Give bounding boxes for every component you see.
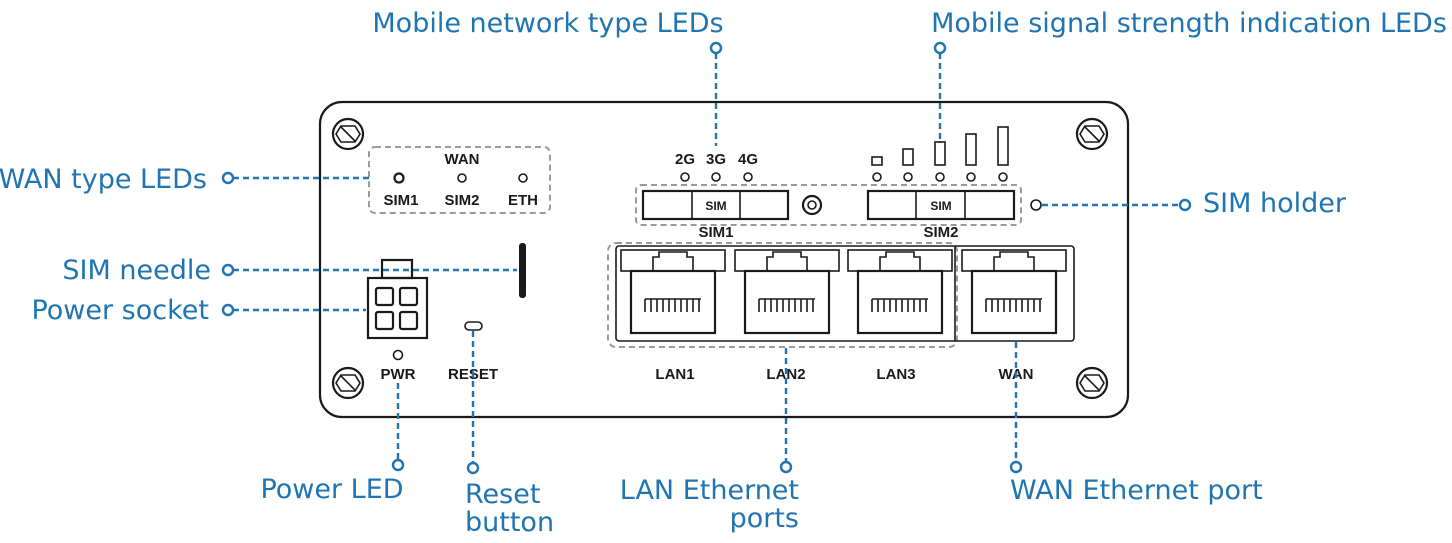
sim1-led-label: SIM1 [383,192,418,209]
callout-wan-type-leds: WAN type LEDs [0,164,207,195]
pwr-label: PWR [381,366,416,383]
callout-power-led: Power LED [260,474,403,505]
sim2-slot-label: SIM2 [923,224,958,241]
callout-mobile-network-type-leds: Mobile network type LEDs [372,8,723,39]
sim1-slot-text: SIM [705,199,726,213]
eth-led-label: ETH [508,192,538,209]
wan-led-group-label: WAN [445,151,480,168]
leader-lan-ports [779,348,793,474]
led-4g [743,172,753,182]
leader-sim-holder [1030,198,1192,212]
lan2-label: LAN2 [766,366,805,383]
callout-reset-button-line1: Reset [465,479,540,510]
screw-bottom-left-icon [331,366,365,400]
signal-bar-4-icon [965,133,977,166]
led-2g [680,172,690,182]
sim2-slot-text: SIM [930,199,951,213]
callout-sim-holder: SIM holder [1203,188,1347,219]
signal-led-3 [935,172,945,182]
sim2-led-label: SIM2 [444,192,479,209]
signal-bar-2-icon [902,148,914,166]
led-3g-label: 3G [706,151,726,168]
ethernet-ports-housing [615,245,1075,342]
lan2-port[interactable] [734,249,840,335]
power-socket-icon[interactable] [366,258,429,340]
led-4g-label: 4G [738,151,758,168]
lan3-label: LAN3 [876,366,915,383]
leader-signal-strength [933,41,947,140]
callout-lan-ethernet-ports-line2: ports [730,503,799,534]
callout-power-socket: Power socket [31,295,209,326]
lan1-port[interactable] [620,249,726,335]
signal-led-2 [903,172,913,182]
device-body [318,100,1130,419]
signal-bar-5-icon [997,126,1009,166]
wan-port[interactable] [961,249,1067,335]
leader-mobile-network-type [709,41,723,146]
screw-top-left-icon [331,117,365,151]
signal-bar-1-icon [871,156,883,166]
sim-needle-slot[interactable] [519,243,526,298]
leader-reset-button [466,331,480,475]
leader-wan-port [1009,342,1023,474]
callout-reset-button-line2: button [465,507,554,538]
sim1-wan-led [393,172,405,184]
leader-wan-type-leds [221,171,369,185]
sim1-slot-label: SIM1 [698,224,733,241]
screw-top-right-icon [1075,117,1109,151]
leader-sim-needle [221,263,517,277]
sim1-slot[interactable] [641,189,790,221]
reset-button[interactable] [464,321,483,331]
lan3-port[interactable] [847,249,953,335]
callout-lan-ethernet-ports-line1: LAN Ethernet [620,475,799,506]
screw-bottom-right-icon [1075,366,1109,400]
callout-sim-needle: SIM needle [62,255,211,286]
sim2-slot[interactable] [866,189,1016,221]
sim2-wan-led [457,173,467,183]
eth-wan-led [518,173,528,183]
signal-led-1 [872,172,882,182]
leader-power-socket [221,303,366,317]
sim-eject-hole-icon[interactable] [801,194,823,216]
signal-bar-3-icon [934,141,946,166]
signal-led-5 [998,172,1008,182]
signal-led-4 [966,172,976,182]
lan1-label: LAN1 [655,366,694,383]
lan-ports-group-box [607,242,958,348]
leader-power-led [391,383,405,472]
power-led [392,349,404,361]
callout-mobile-signal-strength-leds: Mobile signal strength indication LEDs [931,8,1447,39]
led-2g-label: 2G [675,151,695,168]
callout-wan-ethernet-port: WAN Ethernet port [1010,475,1263,506]
wan-type-led-group-box [368,146,551,214]
led-3g [711,172,721,182]
